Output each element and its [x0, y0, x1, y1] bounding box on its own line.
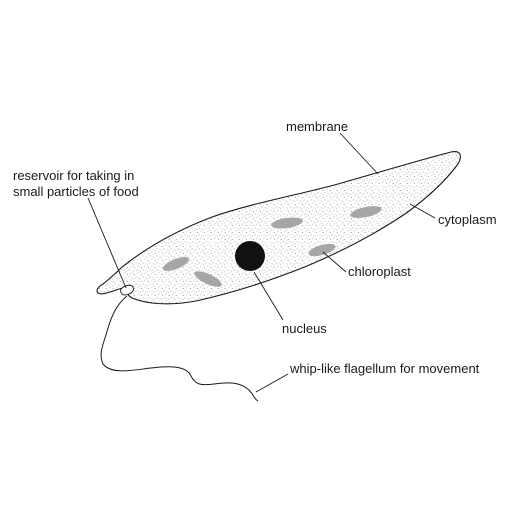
membrane-leader — [339, 132, 379, 175]
chloroplast-1 — [162, 257, 190, 271]
chloroplast-2 — [194, 271, 222, 287]
flagellum-leader — [255, 373, 289, 393]
nucleus — [235, 241, 265, 271]
chloroplast-3 — [271, 217, 303, 229]
chloroplast-leader — [322, 251, 347, 273]
flagellum — [100, 295, 259, 402]
reservoir — [120, 284, 134, 296]
label-reservoir-line1: reservoir for taking in — [13, 168, 134, 183]
label-chloroplast: chloroplast — [348, 264, 411, 279]
label-nucleus: nucleus — [282, 321, 327, 336]
cytoplasm-leader — [409, 203, 436, 219]
nucleus-leader — [253, 271, 284, 321]
label-reservoir-line2: small particles of food — [13, 184, 139, 199]
chloroplast-5 — [308, 243, 336, 257]
label-membrane: membrane — [286, 119, 348, 134]
reservoir-leader — [87, 197, 127, 289]
chloroplast-4 — [350, 206, 382, 218]
label-cytoplasm: cytoplasm — [438, 212, 497, 227]
label-flagellum: whip-like flagellum for movement — [289, 361, 480, 376]
